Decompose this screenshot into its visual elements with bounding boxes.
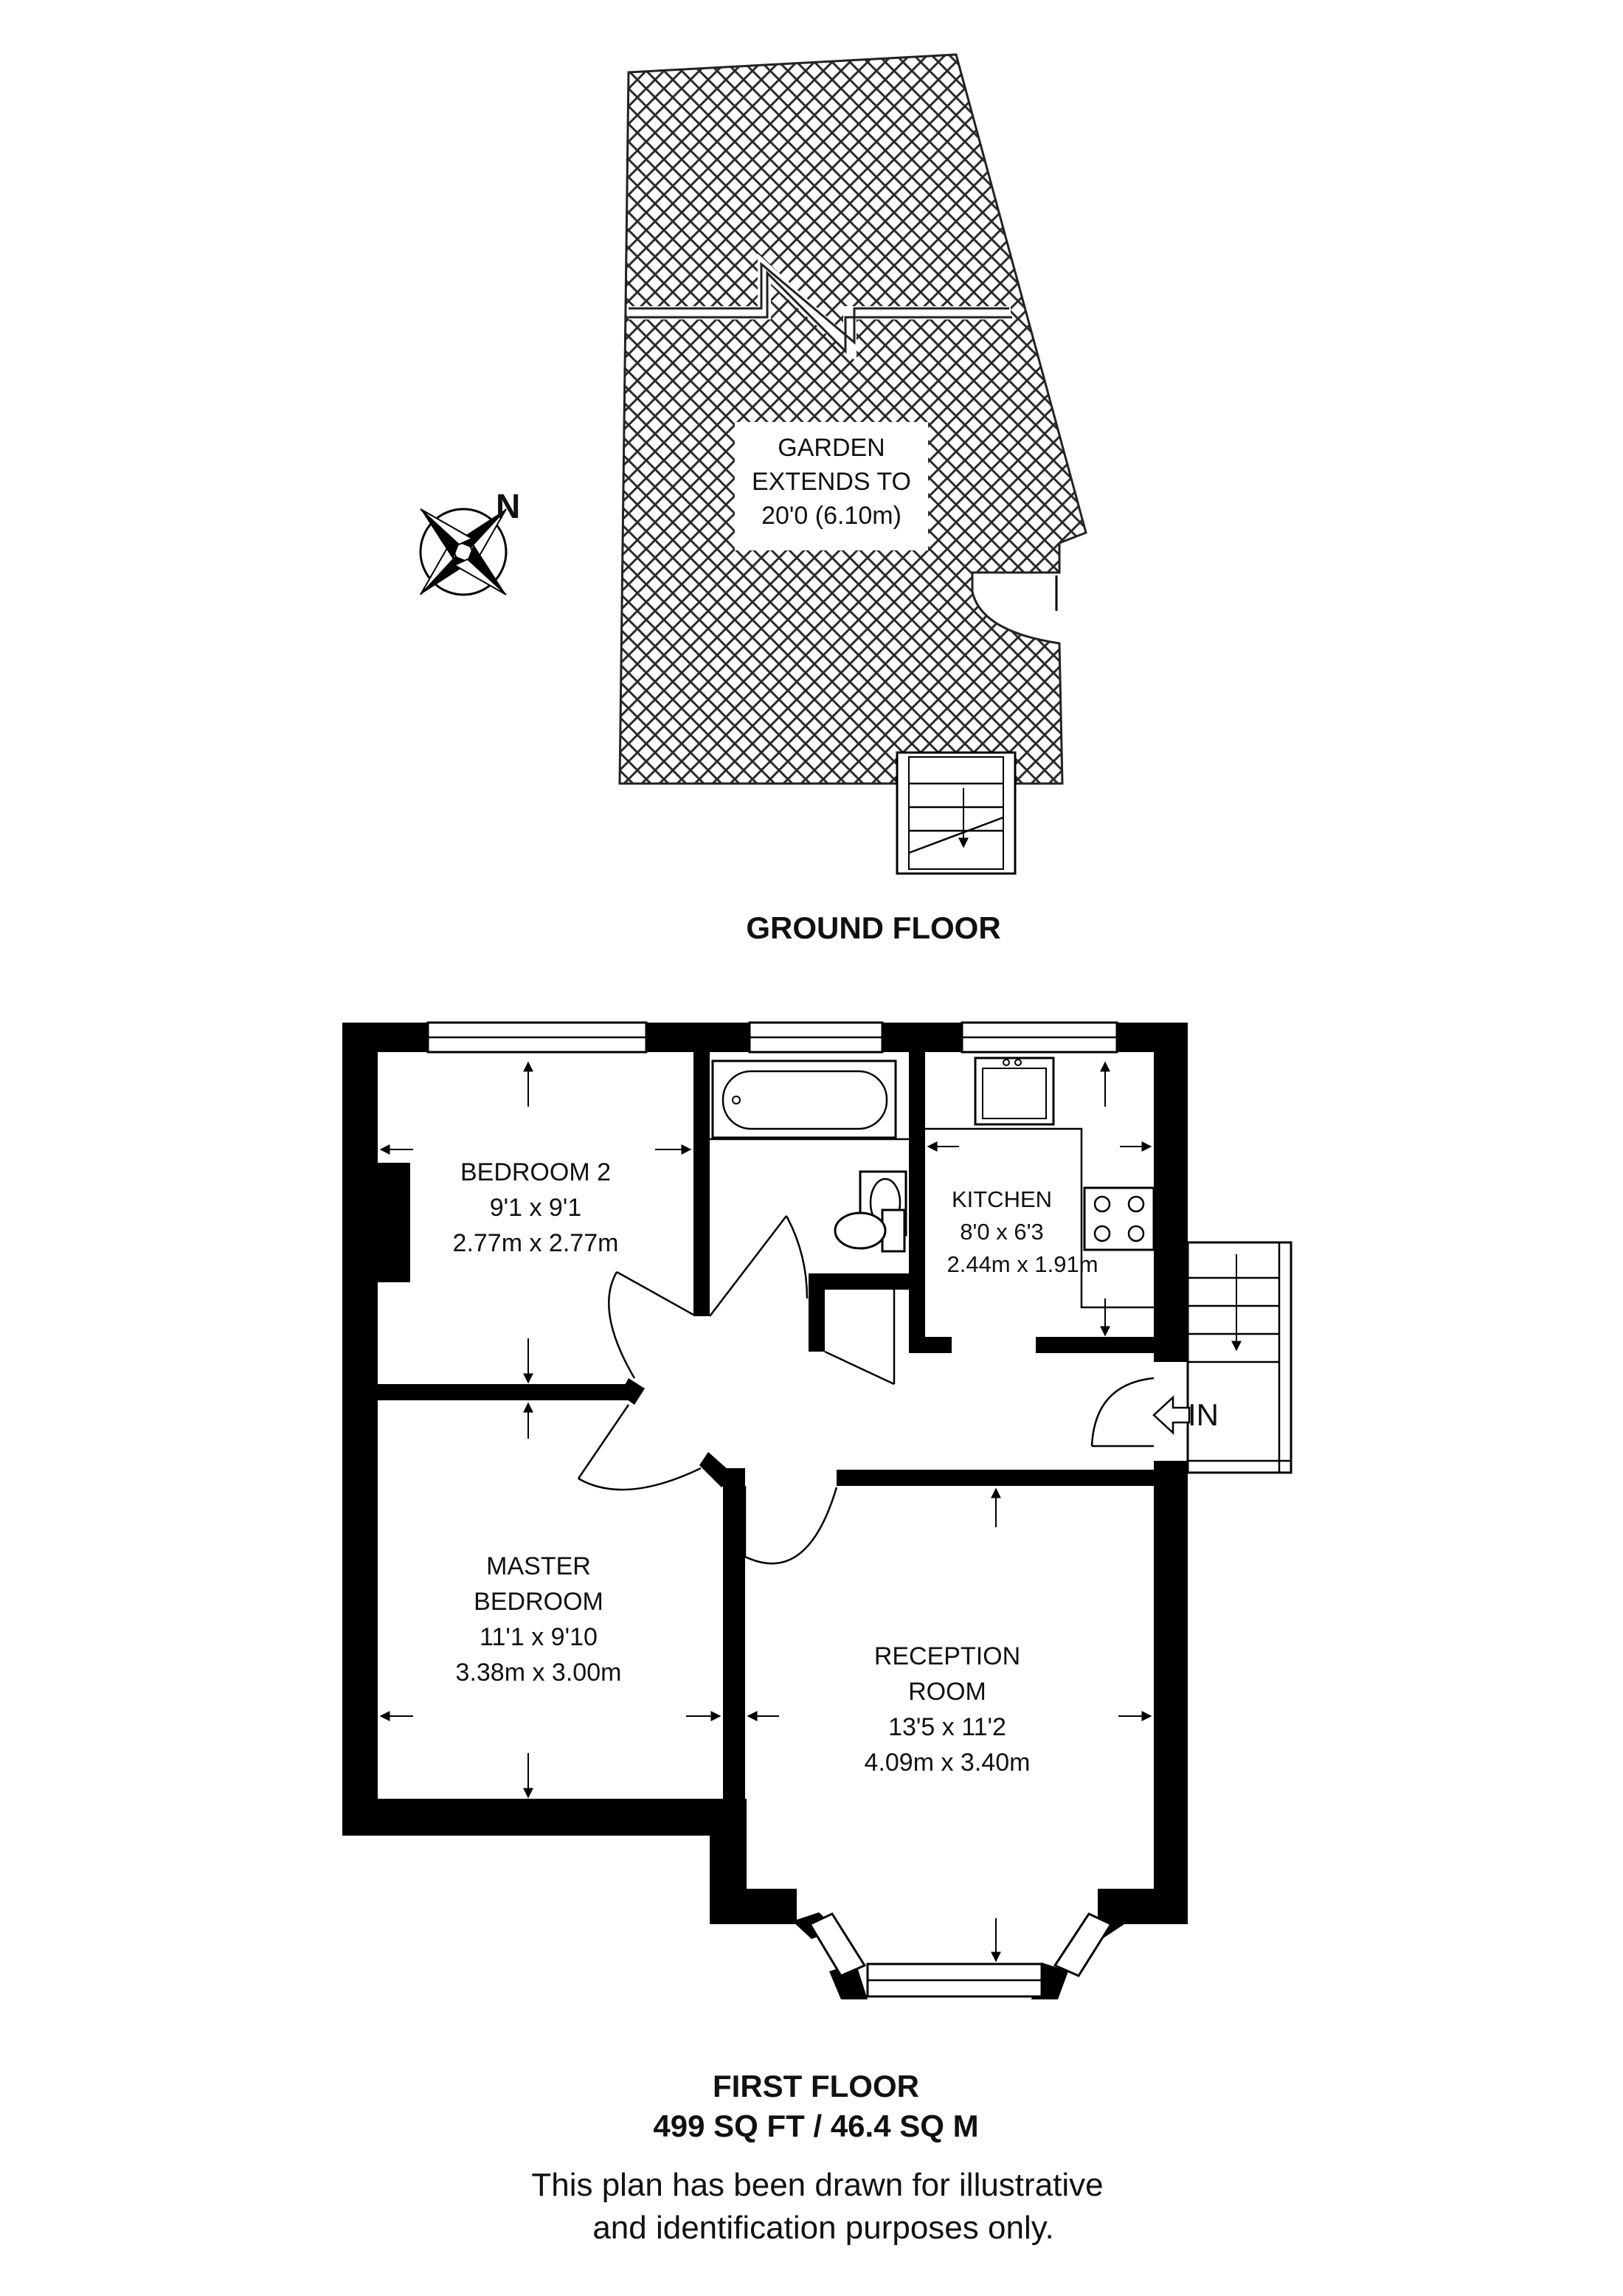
master-bedroom-name-line2: BEDROOM (474, 1588, 603, 1616)
kitchen-imperial: 8'0 x 6'3 (960, 1219, 1044, 1245)
reception-room-name-line2: ROOM (908, 1678, 986, 1706)
garden-extent-label: EXTENDS TO (752, 468, 911, 496)
disclaimer-line2: and identification purposes only. (592, 2210, 1053, 2246)
master-bedroom-metric: 3.38m x 3.00m (456, 1659, 622, 1687)
dimension-arrows (379, 1061, 1152, 1963)
reception-room-imperial: 13'5 x 11'2 (888, 1713, 1006, 1741)
first-floor-title: FIRST FLOOR (713, 2069, 919, 2103)
master-bedroom-imperial: 11'1 x 9'10 (480, 1623, 598, 1651)
ground-floor-title: GROUND FLOOR (746, 910, 1000, 945)
floor-area: 499 SQ FT / 46.4 SQ M (653, 2109, 978, 2143)
garden-dimension: 20'0 (6.10m) (761, 502, 902, 530)
compass-north-label: N (496, 487, 520, 525)
garden-stairs (896, 751, 1017, 875)
garden-label: GARDEN (778, 434, 885, 462)
reception-room-name-line1: RECEPTION (874, 1642, 1020, 1670)
bedroom-2-imperial: 9'1 x 9'1 (490, 1194, 582, 1222)
disclaimer-line1: This plan has been drawn for illustrativ… (531, 2167, 1103, 2203)
bedroom-2-metric: 2.77m x 2.77m (453, 1229, 619, 1257)
entrance-label: IN (1188, 1397, 1219, 1432)
garden-area (618, 53, 1087, 785)
bedroom-2-name: BEDROOM 2 (460, 1158, 611, 1186)
master-bedroom-name-line1: MASTER (486, 1552, 591, 1580)
kitchen-name: KITCHEN (952, 1186, 1052, 1212)
first-floor-walls (342, 1021, 1188, 1999)
kitchen-metric: 2.44m x 1.91m (947, 1251, 1098, 1277)
reception-room-metric: 4.09m x 3.40m (865, 1749, 1031, 1777)
compass-rose-icon (419, 508, 508, 596)
first-floor-fixtures (577, 1057, 1292, 1565)
